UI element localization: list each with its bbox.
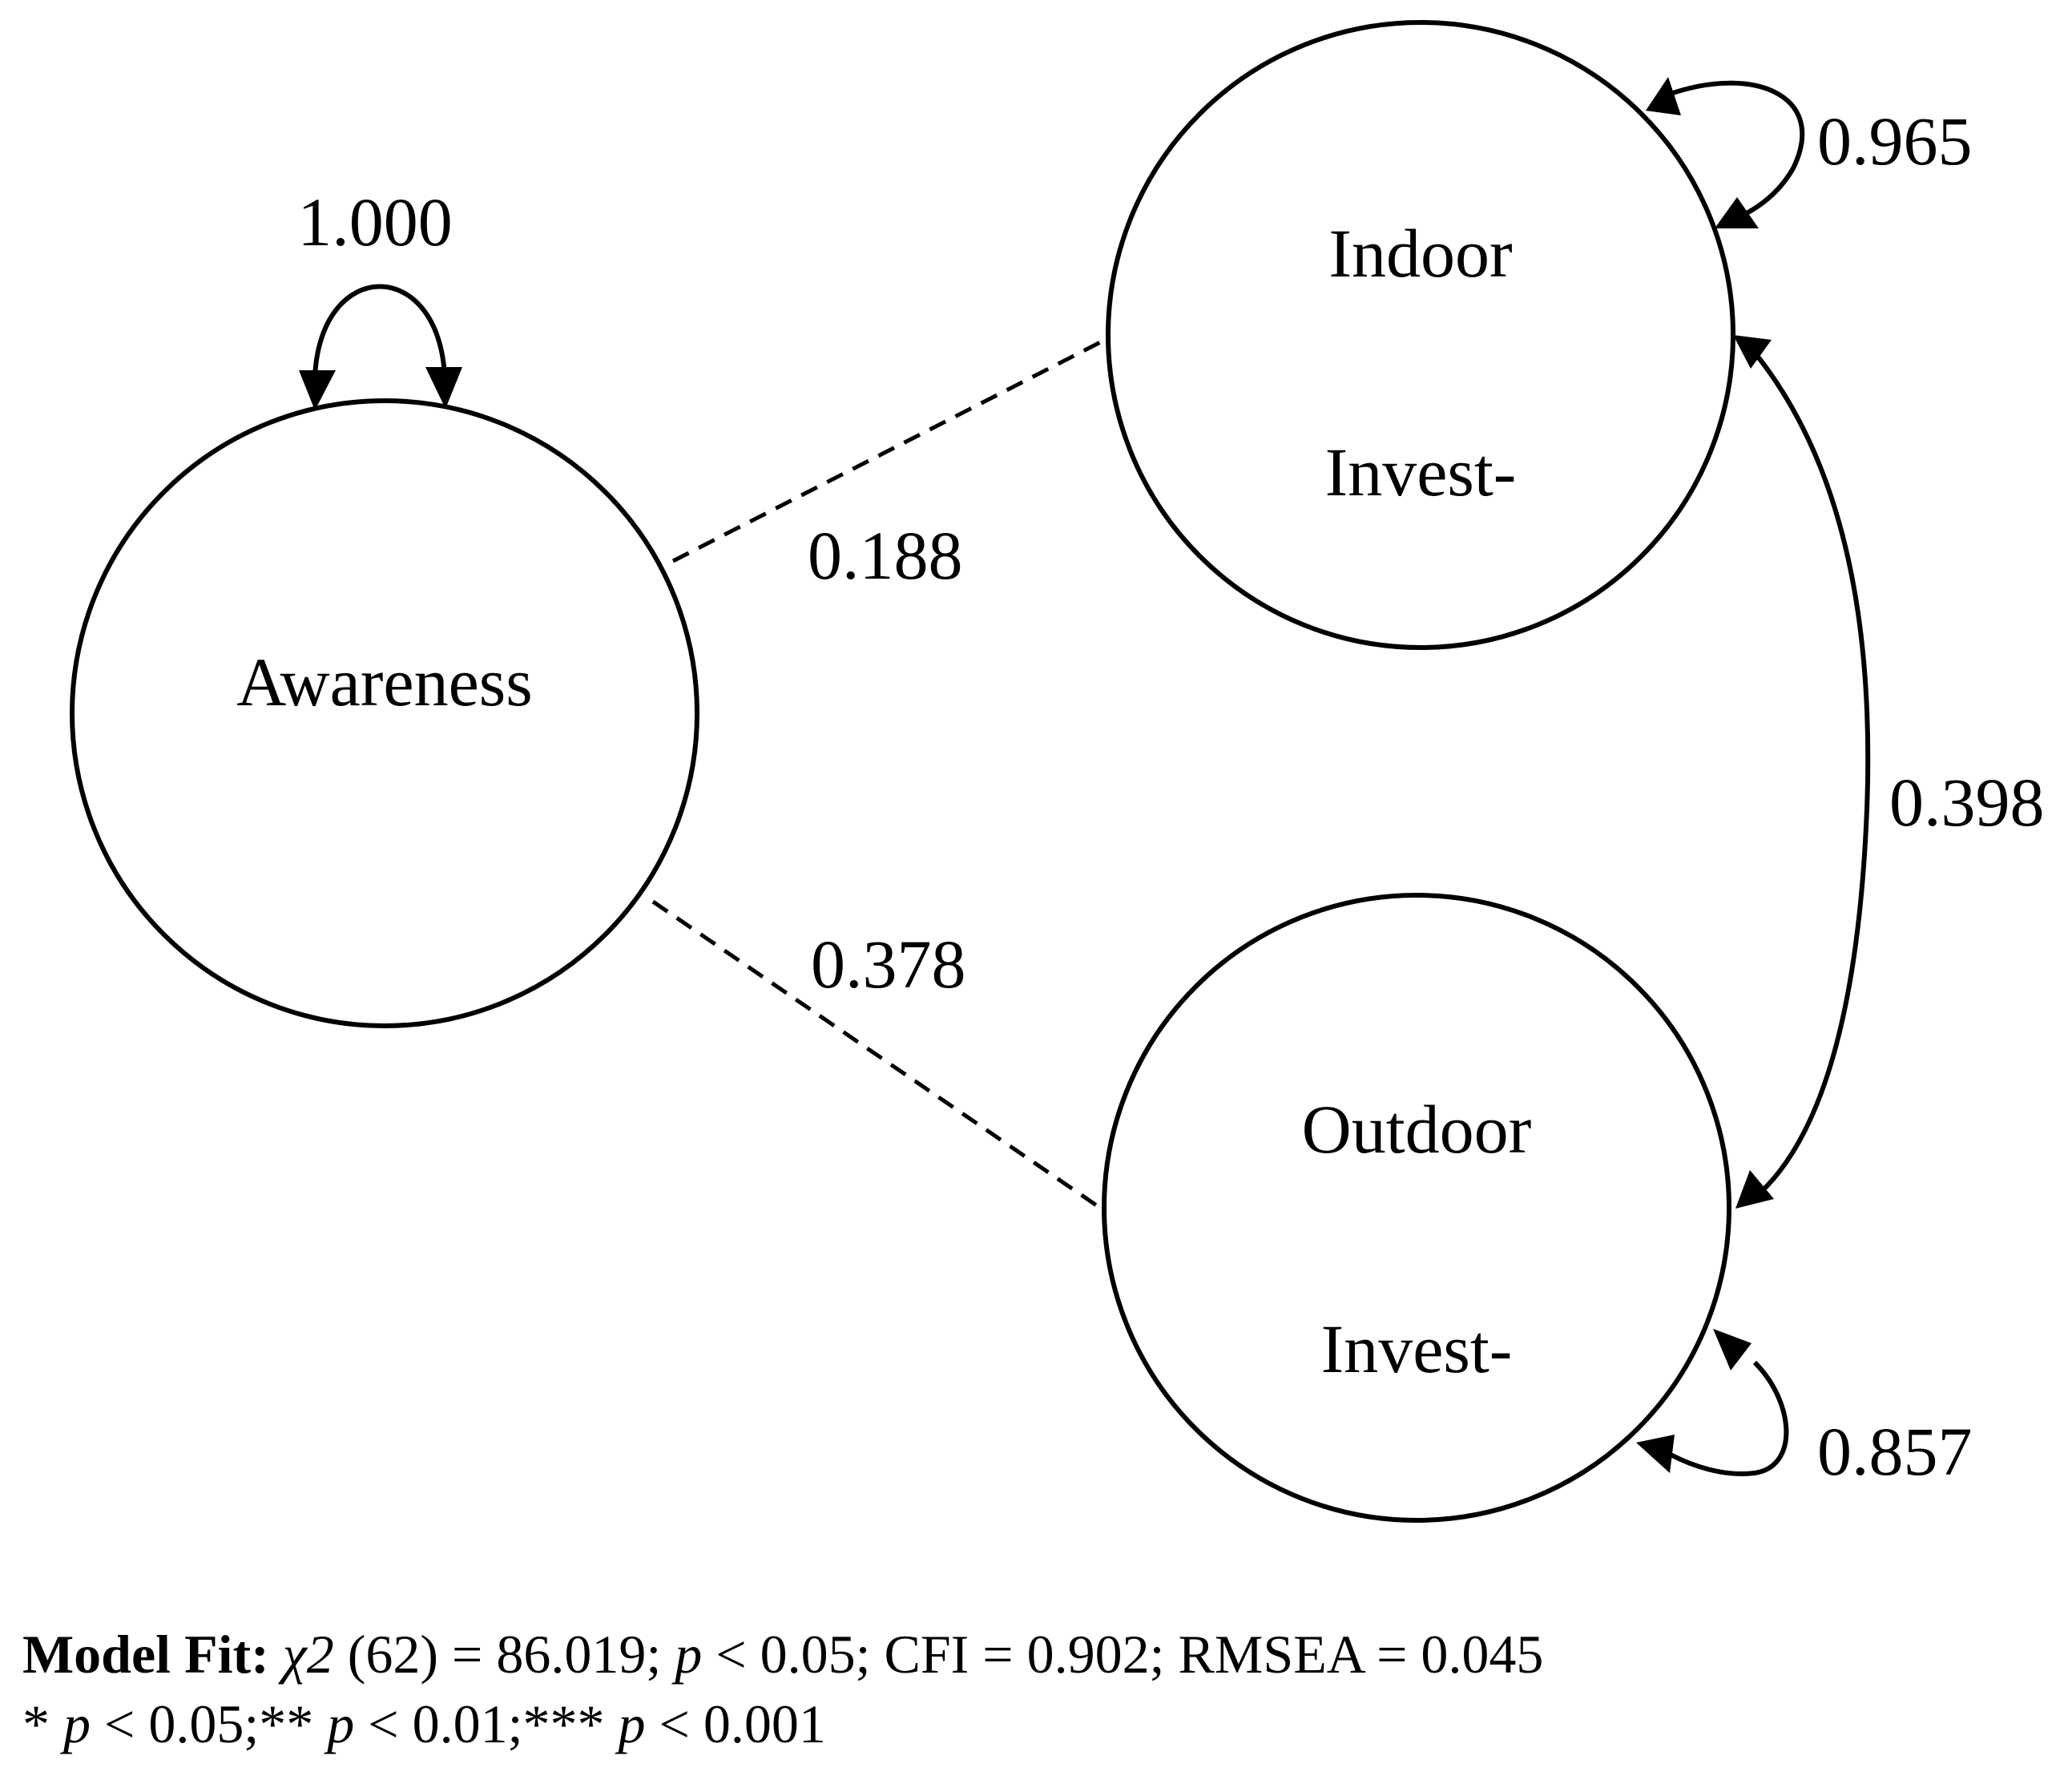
variance-loop-awareness — [312, 284, 447, 377]
path-awareness-indoor — [671, 334, 1113, 563]
arrowhead-outdoor-end — [1735, 1170, 1774, 1209]
chi-rest: (62) = 86.019; — [333, 1624, 675, 1685]
node-awareness — [70, 398, 699, 1028]
sig-p-2: p — [327, 1693, 355, 1754]
arrowhead-indoor-loop-a — [1646, 77, 1681, 115]
outdoor-label-line2: Invest- — [1321, 1310, 1513, 1387]
indoor-label-line1: Indoor — [1328, 215, 1512, 292]
arrowhead-awareness-right — [425, 367, 462, 409]
covariance-indoor-outdoor-value: 0.398 — [1889, 764, 2045, 841]
variance-loop-outdoor — [1669, 1360, 1789, 1476]
outdoor-label-line1: Outdoor — [1302, 1091, 1532, 1168]
variance-loop-indoor — [1667, 80, 1805, 216]
significance-line: * p < 0.05;** p < 0.01;*** p < 0.001 — [22, 1693, 826, 1756]
path-awareness-indoor-value: 0.188 — [808, 517, 963, 594]
sig-stars-1: * — [22, 1693, 63, 1754]
arrowhead-outdoor-loop-a — [1713, 1329, 1752, 1370]
arrowhead-outdoor-loop-b — [1636, 1435, 1675, 1473]
fit-rest: < 0.05; CFI = 0.902; RMSEA = 0.045 — [702, 1624, 1544, 1685]
node-indoor-invest — [1106, 20, 1735, 650]
sig-p-3: p — [618, 1693, 646, 1754]
indoor-label-line2: Invest- — [1325, 434, 1517, 511]
model-fit-line: Model Fit: χ2 (62) = 86.019; p < 0.05; C… — [22, 1623, 1543, 1686]
path-awareness-outdoor — [651, 899, 1099, 1209]
chi-symbol: χ2 — [282, 1624, 334, 1685]
path-awareness-outdoor-value: 0.378 — [811, 926, 966, 1003]
arrowhead-indoor-loop-b — [1715, 197, 1759, 228]
sig-rest-2: < 0.01;*** — [354, 1693, 619, 1754]
outdoor-variance-value: 0.857 — [1817, 1413, 1973, 1490]
node-outdoor-invest — [1102, 893, 1731, 1523]
sig-rest-1: < 0.05;** — [91, 1693, 328, 1754]
sig-p-1: p — [63, 1693, 91, 1754]
sig-rest-3: < 0.001 — [645, 1693, 826, 1754]
awareness-label: Awareness — [236, 644, 532, 720]
arrowhead-awareness-left — [299, 370, 336, 410]
indoor-variance-value: 0.965 — [1817, 103, 1973, 180]
arrowhead-indoor-end — [1733, 335, 1772, 369]
p-symbol-1: p — [675, 1624, 703, 1685]
model-fit-label: Model Fit: — [22, 1624, 269, 1685]
covariance-indoor-outdoor — [1744, 341, 1871, 1197]
awareness-variance-value: 1.000 — [297, 184, 453, 260]
